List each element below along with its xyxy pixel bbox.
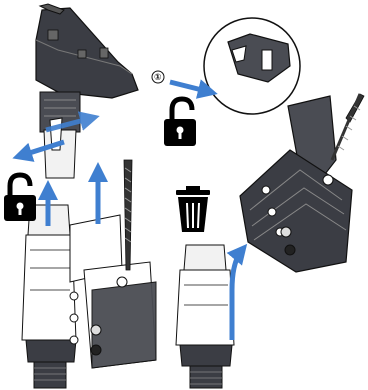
callout-arrow [170,82,210,92]
lock-clip-callout [204,18,300,114]
valve-stem-upper [40,92,80,178]
fill-valve-base-right [176,245,234,388]
trash-icon [176,186,210,232]
valve-assembly-tilted [240,94,364,272]
unlock-icon [164,99,196,146]
unlock-icon [4,175,36,221]
valve-housing-top [36,4,138,98]
fill-valve-base-left [22,205,76,388]
callout-label: ① [154,73,162,83]
float-body-left [70,160,156,368]
install-arrow-right [232,250,242,340]
